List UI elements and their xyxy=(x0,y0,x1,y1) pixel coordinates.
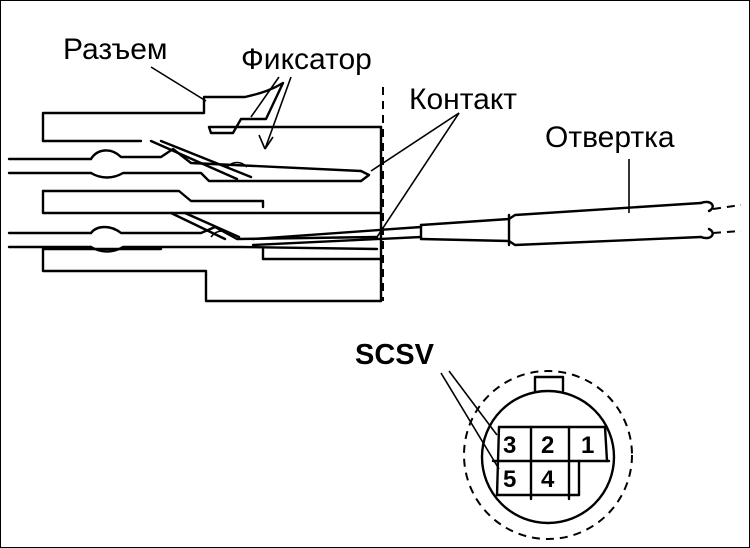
pin-4-label: 4 xyxy=(541,466,555,493)
connector-label: Разъем xyxy=(63,33,168,66)
screwdriver-label: Отвертка xyxy=(545,121,675,154)
contact-label: Контакт xyxy=(409,83,518,116)
latch-label: Фиксатор xyxy=(241,43,372,76)
lower-wire-terminal xyxy=(7,211,379,253)
scsv-connector-face: 3 2 1 5 4 xyxy=(440,370,633,540)
pin-3-label: 3 xyxy=(503,432,516,459)
pin-5-label: 5 xyxy=(503,466,516,493)
scsv-label: SCSV xyxy=(355,339,434,371)
screwdriver xyxy=(251,200,742,247)
pin-1-label: 1 xyxy=(581,432,594,459)
pin-2-label: 2 xyxy=(541,432,554,459)
upper-wire-terminal xyxy=(7,139,371,183)
leader-lines xyxy=(150,66,630,238)
connector-housing xyxy=(41,81,384,303)
